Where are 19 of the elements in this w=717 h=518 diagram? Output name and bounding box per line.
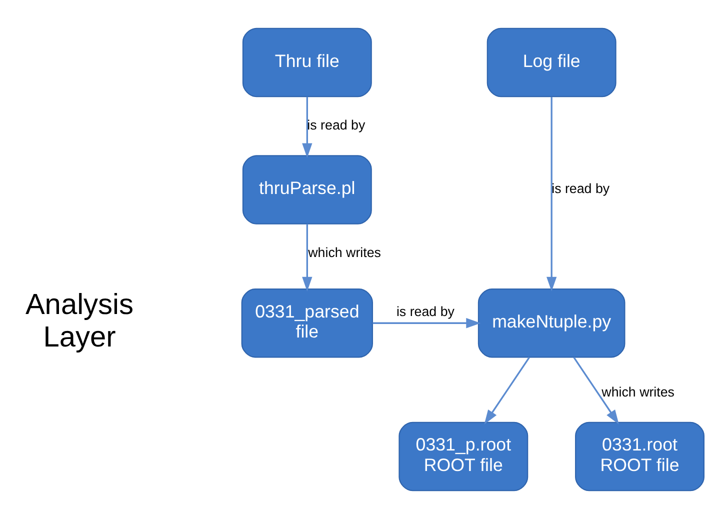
arrow (302, 223, 312, 291)
edge-label: is read by (552, 180, 610, 196)
arrow (372, 318, 481, 328)
arrow (484, 356, 530, 424)
edge-label: is read by (396, 303, 454, 318)
node-box: 0331_parsed file (241, 288, 373, 358)
edge-label: which writes (308, 244, 381, 260)
node-box: 0331_p.root ROOT file (398, 421, 528, 491)
edge-label: is read by (307, 117, 366, 132)
node-box: 0331.root ROOT file (575, 421, 704, 491)
arrow (573, 356, 619, 424)
node-box: makeNtuple.py (478, 288, 626, 358)
arrow (546, 96, 557, 291)
node-box: thruParse.pl (242, 154, 372, 224)
node-box: Thru file (242, 27, 372, 97)
arrow (302, 96, 312, 158)
label: Analysis Layer (25, 288, 134, 353)
node-box: Log file (486, 27, 616, 97)
edge-label: which writes (602, 384, 675, 399)
